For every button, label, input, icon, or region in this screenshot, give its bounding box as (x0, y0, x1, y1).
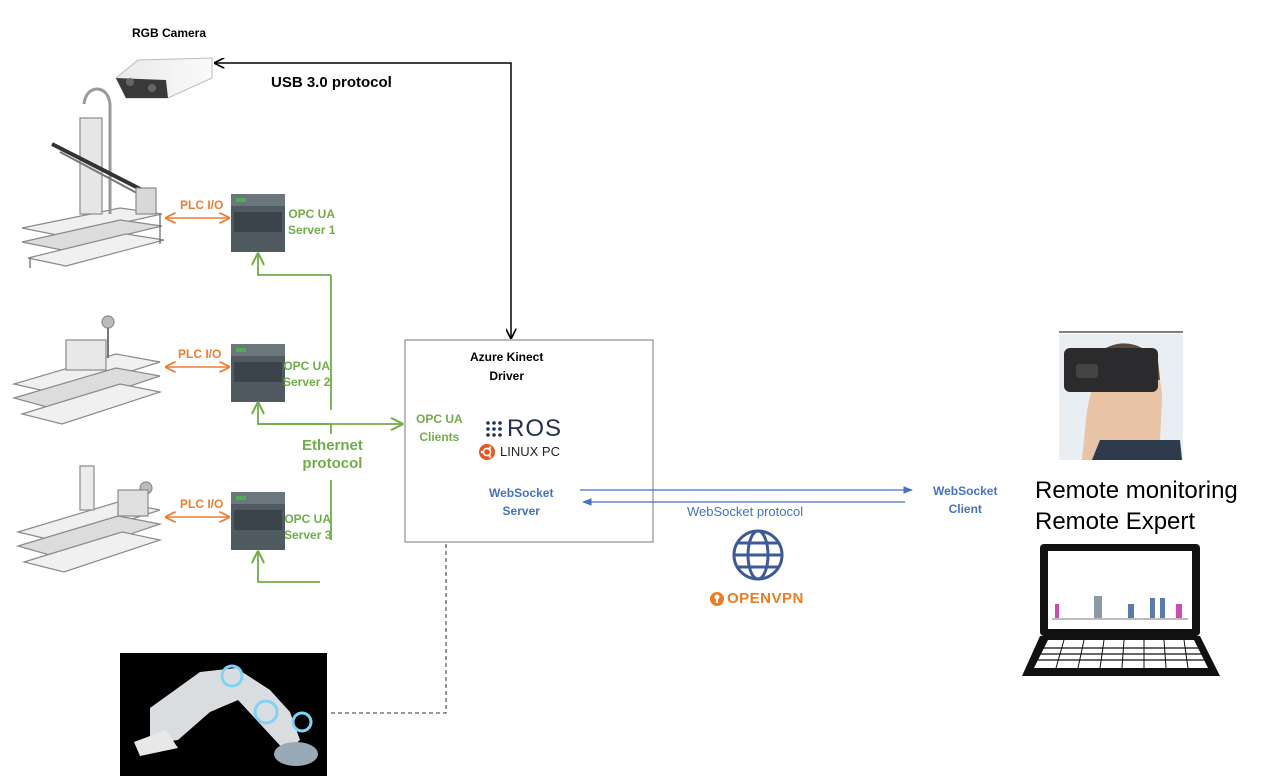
plc-io-arrows (166, 218, 229, 517)
ubuntu-logo-icon (479, 444, 495, 460)
openvpn-text: OPENVPN (727, 590, 804, 607)
production-station-3-icon (15, 465, 163, 573)
laptop-icon (1022, 544, 1220, 676)
production-station-1-icon (21, 87, 165, 268)
openvpn-logo-icon (710, 592, 724, 606)
plc-module-1-icon (231, 194, 285, 252)
plc-module-2-icon (231, 344, 285, 402)
usb-protocol-label: USB 3.0 protocol (271, 74, 392, 91)
vr-user-image (1059, 331, 1183, 460)
laptop-screen-hmi (1052, 596, 1188, 620)
rgb-camera-icon (115, 57, 213, 99)
ethernet-network-lines (258, 254, 402, 583)
plc-io-label-3: PLC I/O (180, 497, 224, 511)
linux-pc-box (404, 339, 654, 543)
websocket-link-arrows (580, 486, 913, 506)
websocket-protocol-label: WebSocket protocol (687, 504, 804, 519)
ros-text: ROS (507, 415, 563, 442)
linux-pc-text: LINUX PC (500, 444, 560, 459)
globe-icon (732, 529, 784, 581)
plc-io-label-2: PLC I/O (178, 347, 222, 361)
camera-title: RGB Camera (132, 26, 207, 40)
ros-logo-icon (486, 421, 502, 437)
robot-arm-image (120, 653, 327, 776)
usb-link-arrow (215, 63, 511, 338)
plc-io-label-1: PLC I/O (180, 198, 224, 212)
production-station-2-icon (11, 315, 163, 425)
robot-dashed-link (330, 544, 447, 714)
plc-module-3-icon (231, 492, 285, 550)
